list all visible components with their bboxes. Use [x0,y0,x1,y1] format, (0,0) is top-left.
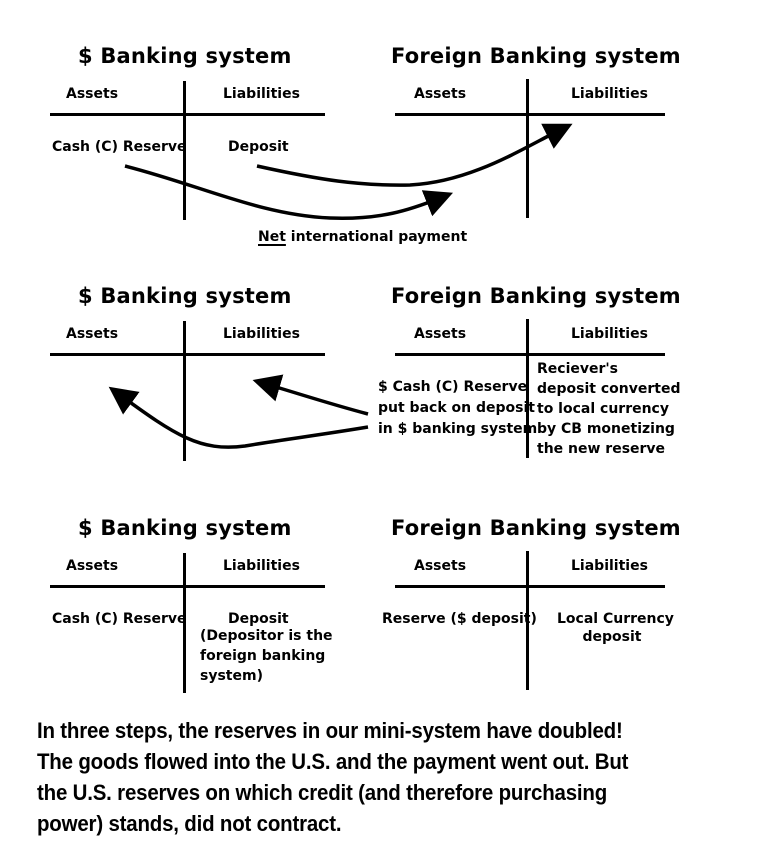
entry-line: Local Currency [557,611,674,627]
us-liabilities-depositor-note: (Depositor is the foreign banking system… [200,626,333,686]
us-assets-header: Assets [66,86,119,102]
us-liabilities-header: Liabilities [223,326,300,342]
entry-line: (Depositor is the [200,628,333,644]
summary-line: power) stands, did not contract. [37,811,342,836]
us-assets-entry: Cash (C) Reserve [52,139,187,155]
foreign-liabilities-entry: Reciever's deposit converted to local cu… [537,359,680,459]
us-liabilities-header: Liabilities [223,558,300,574]
foreign-assets-header: Assets [414,86,467,102]
us-liabilities-header: Liabilities [223,86,300,102]
foreign-t-account-vertical-line [526,551,529,690]
entry-line: Reciever's [537,361,619,377]
us-t-account-horizontal-line [50,585,325,588]
entry-line: foreign banking [200,648,326,664]
note-line: $ Cash (C) Reserve [378,379,528,395]
summary-line: In three steps, the reserves in our mini… [37,718,623,743]
foreign-t-account-horizontal-line [395,113,665,116]
foreign-assets-entry: Reserve ($ deposit) [382,611,537,627]
foreign-bank-title: Foreign Banking system [391,44,681,68]
foreign-t-account-horizontal-line [395,585,665,588]
us-t-account-vertical-line [183,81,186,220]
foreign-t-account-vertical-line [526,319,529,458]
entry-line: deposit [582,629,642,645]
entry-line: to local currency [537,401,669,417]
us-liabilities-entry: Deposit [228,139,289,155]
foreign-liabilities-header: Liabilities [571,326,648,342]
net-caption-rest: international payment [285,229,468,245]
us-liabilities-entry: Deposit [228,611,289,627]
entry-line: deposit converted [537,381,681,397]
us-bank-title: $ Banking system [78,516,292,540]
entry-line: system) [200,668,263,684]
summary-paragraph: In three steps, the reserves in our mini… [37,715,628,839]
us-assets-header: Assets [66,558,119,574]
arrow-reserve-to-foreign [124,164,453,221]
arrow-note-to-us-liabilities [252,374,369,416]
reserve-redeposit-note: $ Cash (C) Reserve put back on deposit i… [378,377,537,440]
us-bank-title: $ Banking system [78,284,292,308]
arrow-note-to-us-assets [108,386,369,449]
foreign-bank-title: Foreign Banking system [391,284,681,308]
arrow-deposit-to-foreign-liabilities [256,123,573,187]
us-t-account-horizontal-line [50,353,325,356]
foreign-liabilities-header: Liabilities [571,86,648,102]
note-line: put back on deposit [378,400,535,416]
foreign-bank-title: Foreign Banking system [391,516,681,540]
us-bank-title: $ Banking system [78,44,292,68]
summary-line: The goods flowed into the U.S. and the p… [37,749,629,774]
note-line: in $ banking system [378,421,538,437]
entry-line: by CB monetizing [537,421,675,437]
foreign-liabilities-entry: Local Currency deposit [557,610,674,646]
us-t-account-vertical-line [183,321,186,461]
foreign-assets-header: Assets [414,326,467,342]
entry-line: the new reserve [537,441,666,457]
foreign-t-account-horizontal-line [395,353,665,356]
foreign-assets-header: Assets [414,558,467,574]
summary-line: the U.S. reserves on which credit (and t… [37,780,608,805]
us-assets-entry: Cash (C) Reserve [52,611,187,627]
net-payment-caption: Net international payment [258,229,467,245]
us-t-account-horizontal-line [50,113,325,116]
us-t-account-vertical-line [183,553,186,693]
net-underlined-word: Net [258,229,286,245]
us-assets-header: Assets [66,326,119,342]
foreign-liabilities-header: Liabilities [571,558,648,574]
